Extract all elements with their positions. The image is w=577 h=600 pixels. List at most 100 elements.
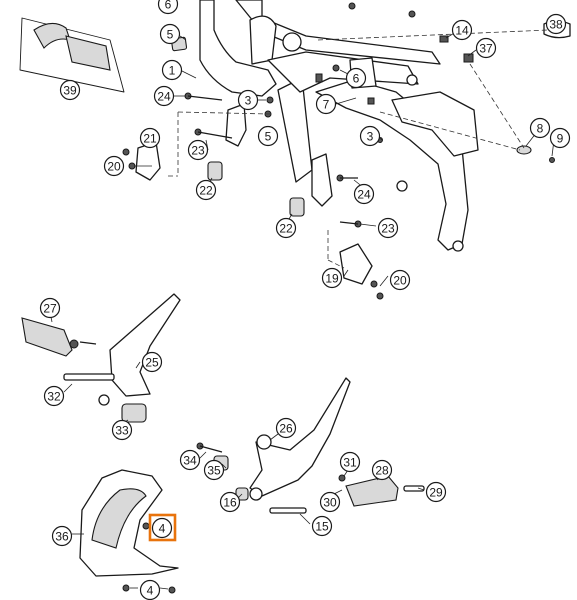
callout-24: 24	[353, 183, 375, 205]
callout-circle	[319, 491, 341, 513]
callout-number: 35	[207, 464, 221, 478]
callout-25: 25	[141, 351, 163, 373]
callout-20: 20	[103, 155, 125, 177]
callout-number: 37	[479, 42, 493, 56]
callout-circle	[529, 117, 551, 139]
callout-circle	[157, 0, 179, 15]
callout-circle	[371, 459, 393, 481]
callout-number: 3	[367, 130, 374, 144]
callout-6: 6	[345, 67, 367, 89]
callout-circle	[195, 179, 217, 201]
callout-number: 6	[353, 72, 360, 86]
callout-16: 16	[219, 491, 241, 513]
assembly-lines	[168, 29, 549, 269]
callout-number: 1	[169, 64, 176, 78]
callout-37: 37	[475, 37, 497, 59]
left-footrest-assembly	[21, 293, 181, 423]
callout-29: 29	[425, 481, 447, 503]
callout-circle	[451, 19, 473, 41]
callout-20: 20	[389, 269, 411, 291]
callout-7: 7	[315, 93, 337, 115]
callout-1: 1	[161, 59, 183, 81]
callout-circle	[275, 417, 297, 439]
callout-circle	[359, 125, 381, 147]
callout-36: 36	[51, 525, 73, 547]
chain-cover	[79, 469, 179, 594]
callout-circle	[339, 451, 361, 473]
callout-circle	[315, 93, 337, 115]
callout-circle	[389, 269, 411, 291]
callout-number: 9	[557, 132, 564, 146]
callout-number: 26	[279, 422, 293, 436]
callout-21: 21	[139, 127, 161, 149]
callout-number: 22	[279, 222, 293, 236]
callout-number: 15	[315, 520, 329, 534]
callout-number: 5	[265, 130, 272, 144]
callout-number: 6	[165, 0, 172, 12]
callout-6: 6	[157, 0, 179, 15]
callout-number: 4	[147, 584, 154, 598]
callout-22: 22	[195, 179, 217, 201]
callout-number: 24	[157, 90, 171, 104]
callout-23: 23	[377, 217, 399, 239]
callout-9: 9	[549, 127, 571, 149]
callout-number: 32	[47, 390, 61, 404]
callout-number: 20	[107, 160, 121, 174]
callout-circle	[51, 525, 73, 547]
callout-number: 33	[115, 424, 129, 438]
callout-39: 39	[59, 79, 81, 101]
callout-number: 25	[145, 356, 159, 370]
callout-34: 34	[179, 449, 201, 471]
callout-circle	[141, 351, 163, 373]
callout-number: 22	[199, 184, 213, 198]
callout-circle	[345, 67, 367, 89]
callout-circle	[179, 449, 201, 471]
callout-number: 23	[381, 222, 395, 236]
callout-15: 15	[311, 515, 333, 537]
callout-number: 38	[549, 18, 563, 32]
callout-circle	[475, 37, 497, 59]
callout-27: 27	[39, 297, 61, 319]
callout-19: 19	[321, 267, 343, 289]
callout-number: 39	[63, 84, 77, 98]
callout-number: 30	[323, 496, 337, 510]
callout-number: 20	[393, 274, 407, 288]
callout-number: 7	[323, 98, 330, 112]
callout-5: 5	[159, 23, 181, 45]
callout-circle	[353, 183, 375, 205]
callout-3: 3	[237, 89, 259, 111]
callout-circle	[377, 217, 399, 239]
callout-23: 23	[187, 139, 209, 161]
callout-number: 36	[55, 530, 69, 544]
callout-circle	[237, 89, 259, 111]
callout-circle	[275, 217, 297, 239]
callout-circle	[549, 127, 571, 149]
callout-circle	[151, 517, 173, 539]
callout-14: 14	[451, 19, 473, 41]
callout-35: 35	[203, 459, 225, 481]
callout-circle	[103, 155, 125, 177]
callout-circle	[219, 491, 241, 513]
callout-circle	[311, 515, 333, 537]
callout-number: 4	[159, 522, 166, 536]
callout-circle	[203, 459, 225, 481]
callout-circle	[111, 419, 133, 441]
callout-32: 32	[43, 385, 65, 407]
upper-hardware	[122, 2, 571, 300]
callout-circle	[59, 79, 81, 101]
callout-28: 28	[371, 459, 393, 481]
callout-4: 4	[139, 579, 161, 600]
callout-5: 5	[257, 125, 279, 147]
callout-circle	[425, 481, 447, 503]
callout-number: 34	[183, 454, 197, 468]
callout-number: 8	[537, 122, 544, 136]
callout-33: 33	[111, 419, 133, 441]
callout-4: 4	[151, 517, 173, 539]
callout-number: 24	[357, 188, 371, 202]
callout-circle	[187, 139, 209, 161]
callout-circle	[161, 59, 183, 81]
main-frame	[199, 0, 479, 252]
callout-number: 5	[167, 28, 174, 42]
callout-number: 3	[245, 94, 252, 108]
